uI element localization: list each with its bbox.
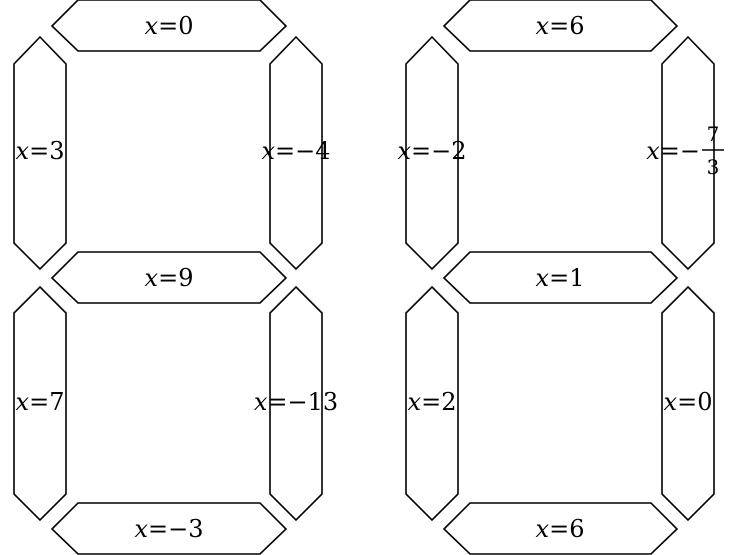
right-segment-bottom: x=6 [442,502,679,555]
left-segment-lower-left: x=7 [13,285,67,522]
segment-shape [13,285,67,522]
fraction-numerator: 7 [707,122,720,146]
segment-label: x=−3 [134,515,203,543]
fraction-denominator: 3 [707,155,720,179]
segment-shape [50,251,288,304]
segment-label: x=9 [145,264,194,292]
right-segment-upper-left: x=−2 [397,35,467,271]
segment-label: x=−4 [261,137,330,165]
segment-label: x=1 [536,264,585,292]
segment-shape [405,285,459,522]
segment-label-prefix: x=− [646,137,700,165]
segment-label-fraction: x=− 7 3 [646,122,724,179]
left-segment-top: x=0 [50,0,288,52]
segment-label: x=6 [536,12,585,40]
left-segment-upper-right: x=−4 [261,35,331,271]
segment-label: x=6 [536,515,585,543]
right-segment-lower-left: x=2 [405,285,459,522]
right-segment-middle: x=1 [442,251,679,304]
segment-label: x=3 [16,137,65,165]
segment-label: x=0 [664,388,713,416]
right-digit: x=6 x=−2 x=− 7 3 x=1 x=2 x=0 [397,0,724,555]
segment-shape [442,502,679,555]
left-segment-lower-right: x=−13 [254,285,338,522]
segment-label: x=−2 [397,137,466,165]
segment-shape [13,35,67,271]
segment-shape [50,502,288,555]
segment-label: x=0 [145,12,194,40]
segment-label: x=7 [16,388,65,416]
segment-shape [442,0,679,52]
segment-shape [405,35,459,271]
segment-label: x=−13 [254,388,338,416]
segment-shape [661,285,715,522]
segment-shape [661,35,715,271]
segment-shape [442,251,679,304]
segment-label: x=2 [408,388,457,416]
segment-shape [269,35,323,271]
right-segment-lower-right: x=0 [661,285,715,522]
right-segment-top: x=6 [442,0,679,52]
segment-shape [50,0,288,52]
segment-shape [269,285,323,522]
right-segment-upper-right: x=− 7 3 [646,35,724,271]
left-segment-bottom: x=−3 [50,502,288,555]
left-segment-middle: x=9 [50,251,288,304]
left-segment-upper-left: x=3 [13,35,67,271]
left-digit: x=0 x=3 x=−4 x=9 x=7 x=−13 x=−3 [13,0,338,555]
